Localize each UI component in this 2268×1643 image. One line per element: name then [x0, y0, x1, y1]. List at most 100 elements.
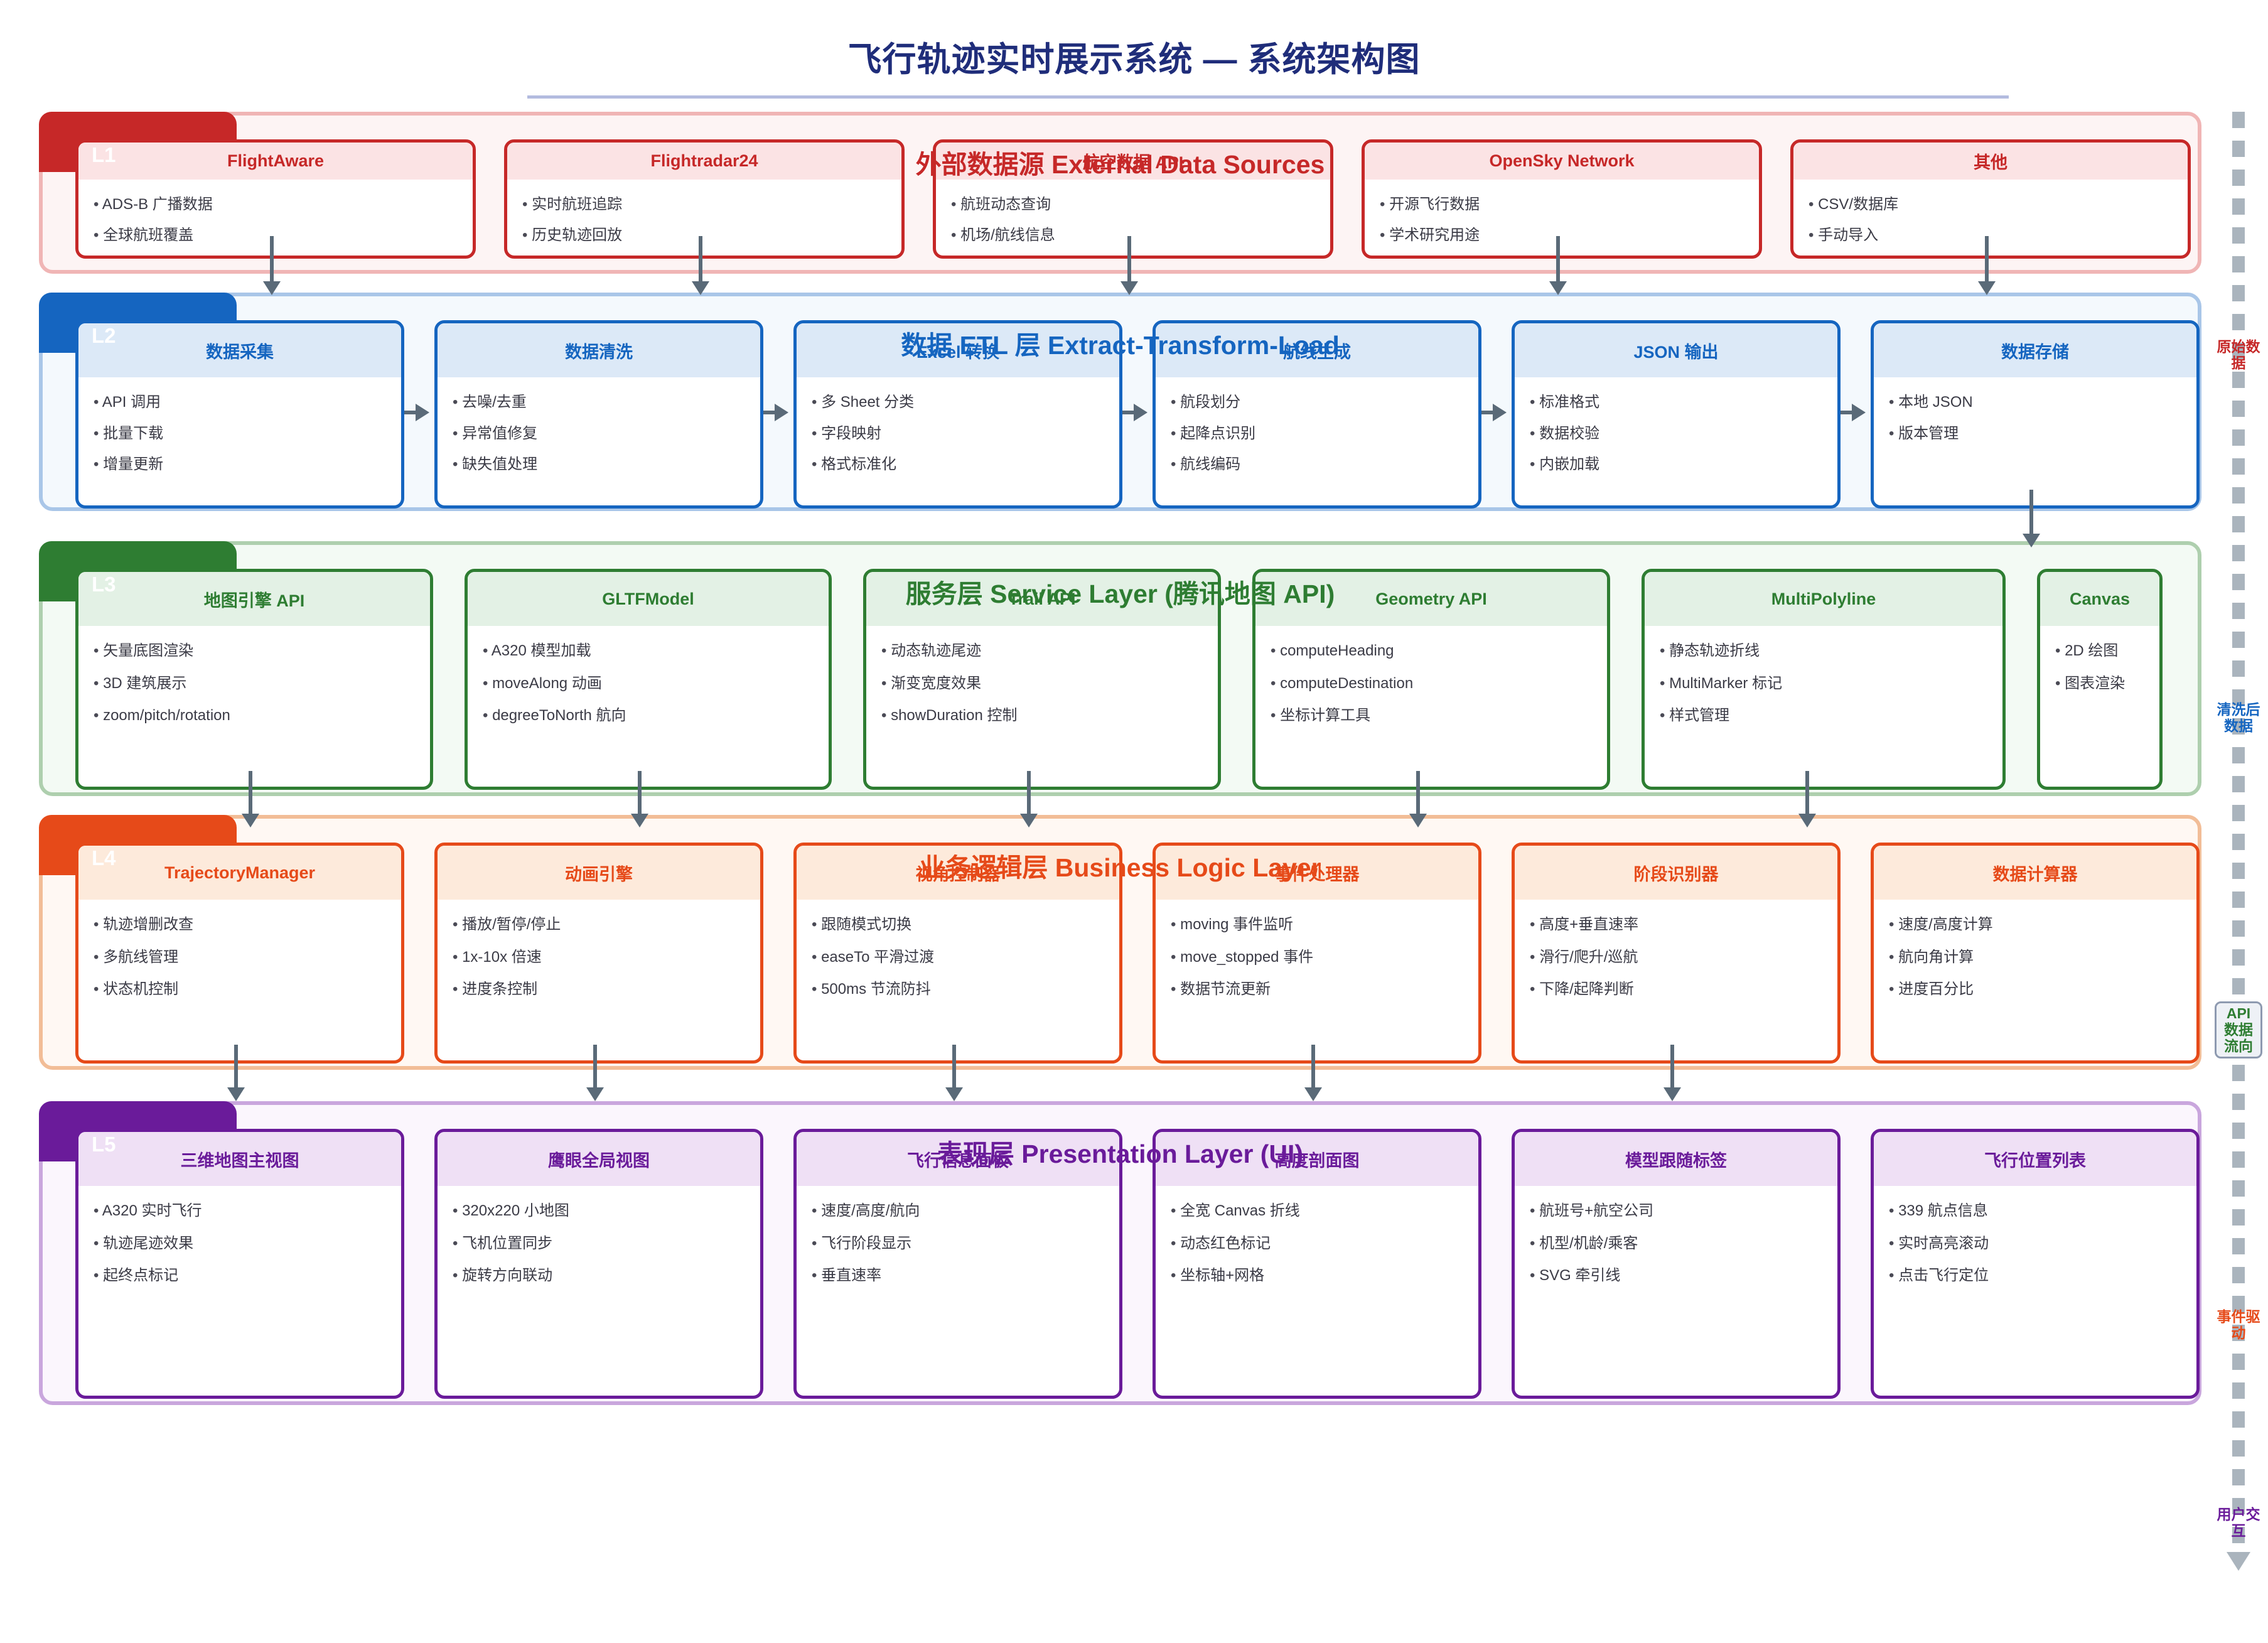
module-feature-item: 500ms 节流防抖	[812, 981, 1104, 998]
module-card-body: 多 Sheet 分类字段映射格式标准化	[797, 377, 1119, 505]
module-feature-item: 渐变宽度效果	[881, 675, 1203, 692]
module-card[interactable]: Geometry APIcomputeHeadingcomputeDestina…	[1252, 569, 1610, 790]
layer-code-badge: L4	[92, 846, 116, 870]
layer-card-row: TrajectoryManager轨迹增删改查多航线管理状态机控制动画引擎播放/…	[75, 843, 2200, 1064]
module-feature-item: computeHeading	[1271, 642, 1592, 660]
module-card-body: A320 模型加载moveAlong 动画degreeToNorth 航向	[468, 626, 829, 787]
module-card[interactable]: TrajectoryManager轨迹增删改查多航线管理状态机控制	[75, 843, 404, 1064]
module-feature-item: 3D 建筑展示	[94, 675, 415, 692]
module-card-title: 航空数据 API	[936, 143, 1330, 180]
module-card-title: 数据存储	[1874, 323, 2196, 377]
layer-flow-arrow	[631, 771, 648, 827]
module-feature-item: 航向角计算	[1889, 949, 2181, 966]
module-card-title: 地图引擎 API	[78, 572, 430, 626]
module-card[interactable]: 鹰眼全局视图320x220 小地图飞机位置同步旋转方向联动	[434, 1129, 763, 1399]
module-card-title: Geometry API	[1255, 572, 1607, 626]
module-card-body: 高度+垂直速率滑行/爬升/巡航下降/起降判断	[1515, 900, 1837, 1060]
module-feature-item: 状态机控制	[94, 981, 386, 998]
module-feature-item: 飞机位置同步	[453, 1235, 745, 1252]
data-flow-rail	[2232, 112, 2245, 1556]
module-feature-item: degreeToNorth 航向	[483, 707, 814, 725]
module-card[interactable]: JSON 输出标准格式数据校验内嵌加载	[1512, 320, 1841, 509]
module-feature-item: 339 航点信息	[1889, 1202, 2181, 1220]
module-feature-item: 多航线管理	[94, 949, 386, 966]
module-card[interactable]: MultiPolyline静态轨迹折线MultiMarker 标记样式管理	[1642, 569, 2006, 790]
module-card-title: Canvas	[2040, 572, 2159, 626]
layer-code-badge: L1	[92, 143, 116, 166]
module-card[interactable]: OpenSky Network开源飞行数据学术研究用途	[1362, 139, 1762, 259]
module-feature-item: 批量下载	[94, 425, 386, 443]
module-feature-item: 旋转方向联动	[453, 1267, 745, 1285]
module-card-body: 矢量底图渲染3D 建筑展示zoom/pitch/rotation	[78, 626, 430, 787]
module-card[interactable]: 飞行位置列表339 航点信息实时高亮滚动点击飞行定位	[1871, 1129, 2200, 1399]
module-card-title: 航线生成	[1156, 323, 1478, 377]
module-card[interactable]: 视角控制器跟随模式切换easeTo 平滑过渡500ms 节流防抖	[793, 843, 1122, 1064]
module-card[interactable]: 阶段识别器高度+垂直速率滑行/爬升/巡航下降/起降判断	[1512, 843, 1841, 1064]
module-card-title: TrajectoryManager	[78, 846, 401, 900]
module-card-body: 轨迹增删改查多航线管理状态机控制	[78, 900, 401, 1060]
module-card-body: 本地 JSON版本管理	[1874, 377, 2196, 505]
layer-flow-arrow	[263, 236, 281, 295]
module-card[interactable]: 高度剖面图全宽 Canvas 折线动态红色标记坐标轴+网格	[1153, 1129, 1481, 1399]
module-card[interactable]: 飞行信息面板速度/高度/航向飞行阶段显示垂直速率	[793, 1129, 1122, 1399]
module-feature-item: 航班号+航空公司	[1530, 1202, 1822, 1220]
module-card-title: 阶段识别器	[1515, 846, 1837, 900]
module-feature-item: ADS-B 广播数据	[94, 196, 458, 213]
module-feature-item: 跟随模式切换	[812, 916, 1104, 934]
module-feature-item: 进度条控制	[453, 981, 745, 998]
module-card[interactable]: 数据存储本地 JSON版本管理	[1871, 320, 2200, 509]
module-card-body: moving 事件监听move_stopped 事件数据节流更新	[1156, 900, 1478, 1060]
module-feature-item: 缺失值处理	[453, 456, 745, 473]
module-feature-item: 滑行/爬升/巡航	[1530, 949, 1822, 966]
module-feature-item: 轨迹增删改查	[94, 916, 386, 934]
module-card[interactable]: 模型跟随标签航班号+航空公司机型/机龄/乘客SVG 牵引线	[1512, 1129, 1841, 1399]
module-feature-item: 高度+垂直速率	[1530, 916, 1822, 934]
data-flow-arrowhead	[2227, 1552, 2250, 1571]
module-card-title: 飞行信息面板	[797, 1132, 1119, 1186]
module-feature-item: 点击飞行定位	[1889, 1267, 2181, 1285]
module-card-title: Trail API	[866, 572, 1218, 626]
module-card-title: JSON 输出	[1515, 323, 1837, 377]
module-card[interactable]: 事件处理器moving 事件监听move_stopped 事件数据节流更新	[1153, 843, 1481, 1064]
module-card[interactable]: GLTFModelA320 模型加载moveAlong 动画degreeToNo…	[465, 569, 832, 790]
module-card-body: 速度/高度/航向飞行阶段显示垂直速率	[797, 1186, 1119, 1396]
module-feature-item: 历史轨迹回放	[522, 227, 886, 244]
module-feature-item: MultiMarker 标记	[1660, 675, 1987, 692]
layer-flow-arrow	[1978, 236, 1996, 295]
module-card[interactable]: 地图引擎 API矢量底图渲染3D 建筑展示zoom/pitch/rotation	[75, 569, 433, 790]
module-card-title: 视角控制器	[797, 846, 1119, 900]
module-card[interactable]: Trail API动态轨迹尾迹渐变宽度效果showDuration 控制	[863, 569, 1221, 790]
module-card[interactable]: Flightradar24实时航班追踪历史轨迹回放	[504, 139, 905, 259]
module-card-body: 播放/暂停/停止1x-10x 倍速进度条控制	[438, 900, 760, 1060]
module-card[interactable]: 航线生成航段划分起降点识别航线编码	[1153, 320, 1481, 509]
module-card[interactable]: Excel 转换多 Sheet 分类字段映射格式标准化	[793, 320, 1122, 509]
module-feature-item: 速度/高度/航向	[812, 1202, 1104, 1220]
layer-flow-arrow	[1409, 771, 1427, 827]
module-card-body: 速度/高度计算航向角计算进度百分比	[1874, 900, 2196, 1060]
layer-flow-arrow	[1663, 1045, 1681, 1101]
module-card-body: 航班号+航空公司机型/机龄/乘客SVG 牵引线	[1515, 1186, 1837, 1396]
module-card[interactable]: 数据清洗去噪/去重异常值修复缺失值处理	[434, 320, 763, 509]
pipeline-arrow	[404, 404, 429, 421]
module-feature-item: 坐标轴+网格	[1171, 1267, 1463, 1285]
module-card[interactable]: 航空数据 API航班动态查询机场/航线信息	[933, 139, 1333, 259]
layer-card-row: 地图引擎 API矢量底图渲染3D 建筑展示zoom/pitch/rotation…	[75, 569, 2163, 790]
module-card[interactable]: 数据计算器速度/高度计算航向角计算进度百分比	[1871, 843, 2200, 1064]
module-card[interactable]: Canvas2D 绘图图表渲染	[2037, 569, 2163, 790]
module-card[interactable]: 三维地图主视图A320 实时飞行轨迹尾迹效果起终点标记	[75, 1129, 404, 1399]
module-feature-item: 多 Sheet 分类	[812, 394, 1104, 411]
module-feature-item: 播放/暂停/停止	[453, 916, 745, 934]
module-card[interactable]: 数据采集API 调用批量下载增量更新	[75, 320, 404, 509]
title-divider	[527, 95, 2009, 99]
module-card-body: 开源飞行数据学术研究用途	[1365, 180, 1759, 256]
module-card[interactable]: 其他CSV/数据库手动导入	[1790, 139, 2191, 259]
layer-flow-arrow	[1798, 771, 1816, 827]
module-card[interactable]: 动画引擎播放/暂停/停止1x-10x 倍速进度条控制	[434, 843, 763, 1064]
module-feature-item: 320x220 小地图	[453, 1202, 745, 1220]
module-card[interactable]: FlightAwareADS-B 广播数据全球航班覆盖	[75, 139, 476, 259]
layer-code-badge: L3	[92, 573, 116, 596]
module-feature-item: 航段划分	[1171, 394, 1463, 411]
